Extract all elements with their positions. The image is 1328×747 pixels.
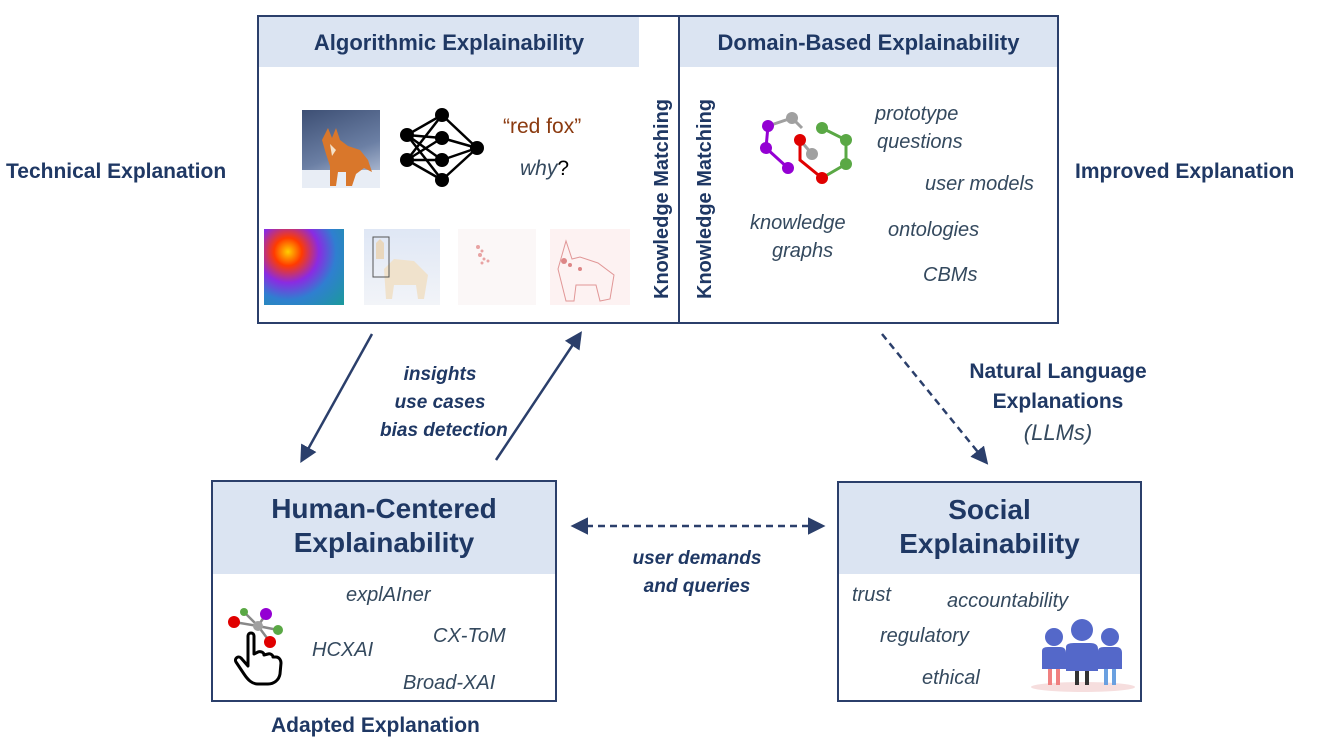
domain-item-user-models: user models [925, 173, 1034, 195]
why-word: why [520, 157, 558, 180]
heatmap-thumbnail [264, 229, 344, 305]
demands-line2: and queries [643, 576, 751, 597]
arrow-up-right [494, 331, 582, 461]
domain-item-graphs: graphs [772, 240, 834, 262]
domain-item-knowledge: knowledge [750, 212, 846, 234]
nle-label: Natural Language Explanations (LLMs) [948, 357, 1168, 449]
why-question: why? [520, 157, 569, 181]
nle-line3: (LLMs) [1023, 420, 1093, 445]
algorithmic-title: Algorithmic Explainability [259, 17, 639, 67]
domain-item-questions: questions [877, 131, 963, 153]
knowledge-graph-icon [752, 108, 862, 193]
human-item-explainer: explAIner [346, 584, 431, 606]
neural-network-icon [398, 108, 488, 193]
insights-line3: bias detection [380, 420, 508, 441]
why-mark: ? [557, 157, 570, 180]
fox-image [302, 110, 380, 188]
insights-line1: insights [403, 364, 477, 385]
human-item-cx-tom: CX-ToM [433, 625, 506, 647]
insights-line2: use cases [394, 392, 486, 413]
knowledge-matching-right: Knowledge Matching [694, 99, 716, 299]
domain-item-ontologies: ontologies [888, 219, 980, 241]
human-centered-title-line1: Human-Centered [271, 493, 497, 524]
human-item-hcxai: HCXAI [312, 639, 374, 661]
social-title-line2: Explainability [899, 528, 1080, 559]
gradient-attribution-thumbnail [550, 229, 630, 305]
touch-graph-icon [224, 604, 294, 693]
domain-item-prototype: prototype [875, 103, 959, 125]
demands-line1: user demands [632, 548, 762, 569]
human-centered-header: Human-Centered Explainability [213, 482, 555, 574]
social-item-regulatory: regulatory [880, 625, 969, 647]
social-title-line1: Social [948, 494, 1031, 525]
arrow-down-left [300, 333, 374, 464]
human-item-broad-xai: Broad-XAI [403, 672, 496, 694]
domain-item-cbms: CBMs [923, 264, 978, 286]
people-group-icon [1028, 617, 1138, 698]
domain-explainability-box: Domain-Based Explainability [678, 15, 1059, 324]
insights-label: insights use cases bias detection [380, 361, 508, 445]
adapted-explanation-label: Adapted Explanation [271, 714, 480, 737]
bbox-thumbnail [364, 229, 440, 305]
red-fox-label: “red fox” [503, 115, 582, 138]
nle-line1: Natural Language [969, 360, 1147, 383]
sparse-attribution-thumbnail [458, 229, 536, 305]
nle-line2: Explanations [992, 390, 1124, 413]
social-item-accountability: accountability [947, 590, 1069, 612]
social-header: Social Explainability [839, 483, 1140, 574]
social-item-trust: trust [852, 584, 891, 606]
improved-explanation-label: Improved Explanation [1075, 160, 1295, 183]
knowledge-matching-left: Knowledge Matching [651, 99, 673, 299]
human-centered-title-line2: Explainability [293, 527, 475, 558]
social-item-ethical: ethical [922, 667, 980, 689]
demands-label: user demands and queries [607, 545, 787, 601]
technical-explanation-label: Technical Explanation [6, 160, 227, 183]
domain-title: Domain-Based Explainability [680, 17, 1057, 67]
